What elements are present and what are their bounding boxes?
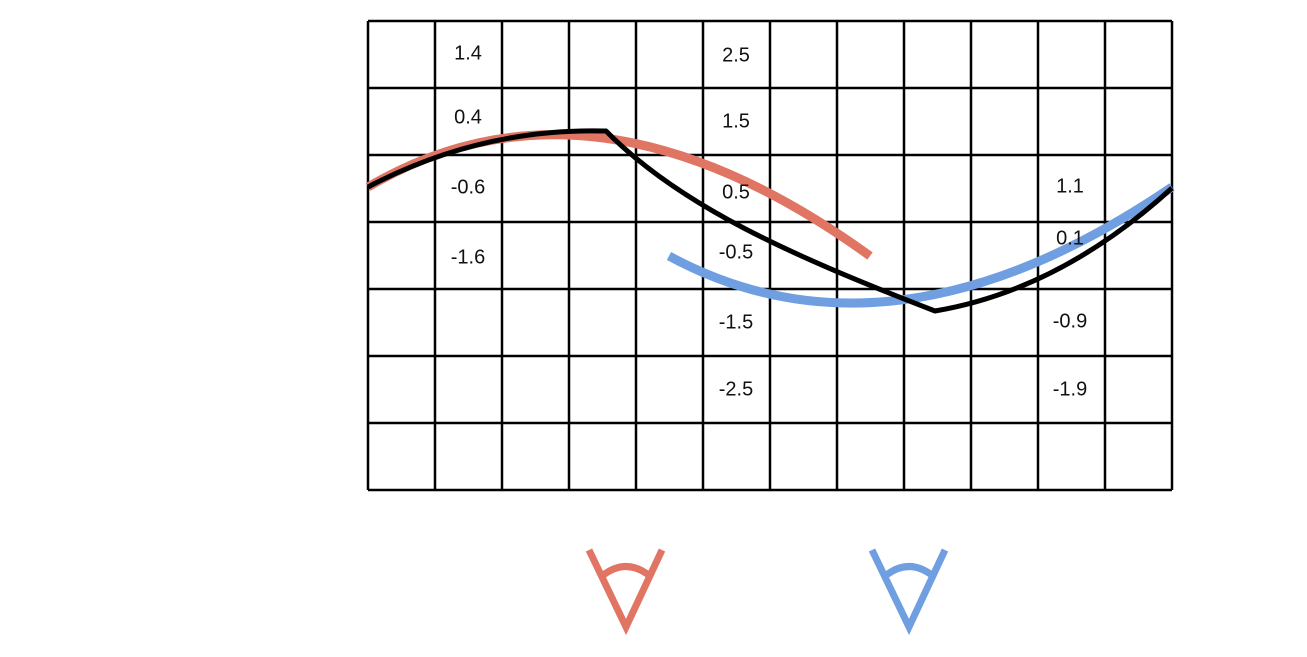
left-label: -0.6 <box>451 176 485 198</box>
right-label: -1.9 <box>1053 378 1087 400</box>
left-label: 0.4 <box>454 106 482 128</box>
right-label: -0.9 <box>1053 310 1087 332</box>
middle-label: -1.5 <box>719 311 753 333</box>
blue-eye-icon <box>868 548 949 636</box>
middle-label: 2.5 <box>722 44 750 66</box>
grid <box>366 19 1174 492</box>
right-label: 0.1 <box>1056 227 1084 249</box>
left-label: 1.4 <box>454 42 482 64</box>
middle-label: -2.5 <box>719 378 753 400</box>
red-eye-icon <box>585 548 666 636</box>
middle-label: 0.5 <box>722 181 750 203</box>
middle-label: 1.5 <box>722 110 750 132</box>
left-label: -1.6 <box>451 246 485 268</box>
middle-label: -0.5 <box>719 241 753 263</box>
black-curve <box>366 128 1174 314</box>
right-label: 1.1 <box>1056 175 1084 197</box>
